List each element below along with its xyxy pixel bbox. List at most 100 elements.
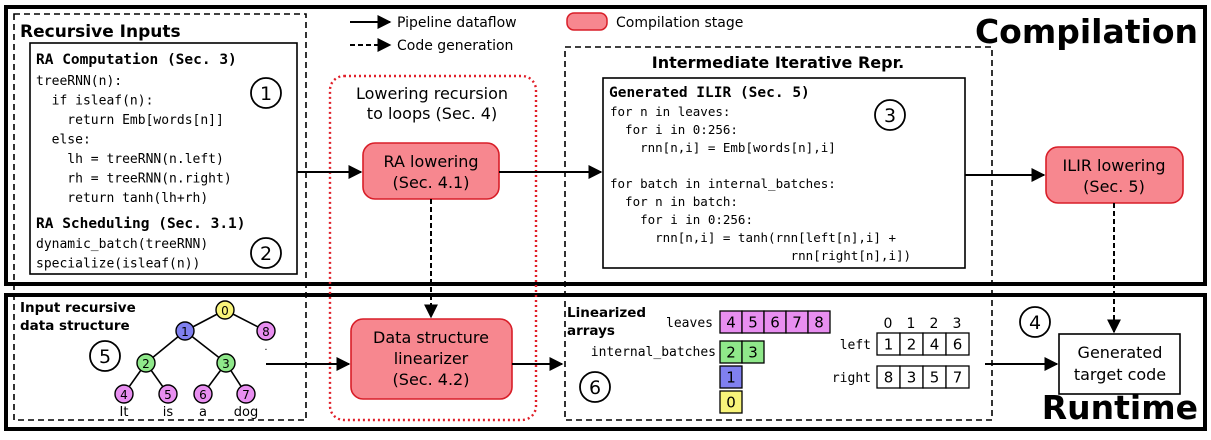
svg-text:7: 7 [242,388,250,402]
linearizer-label-1: Data structure [373,328,489,347]
svg-text:1: 1 [181,325,189,339]
ra-sched-line: specialize(isleaf(n)) [36,257,200,272]
right-cell [945,365,970,389]
tree-title-line2: data structure [20,318,130,334]
ra-code-line: return tanh(lh+rh) [36,191,208,206]
lowering-group [328,74,538,422]
tree-word-is: is [163,405,174,420]
linearizer-stage [350,318,513,400]
tree-node-3: 3 [216,353,236,373]
ilir-code-line [610,158,618,173]
ilir-code-title: Generated ILIR (Sec. 5) [609,85,810,101]
batch-cell [741,340,765,364]
ra-code-line: else: [36,133,91,148]
left-label: left [840,338,871,353]
ilir-code-line: for n in leaves: [610,104,730,119]
ilir-group [564,46,993,421]
linearizer-label-2: linearizer [394,349,469,368]
svg-text:5: 5 [164,388,172,402]
ra-computation-title: RA Computation (Sec. 3) [36,52,237,68]
right-value: 3 [907,369,917,387]
svg-text:3: 3 [884,105,896,127]
tree-word-it: It [120,405,129,420]
index-header-value: 0 [884,316,893,332]
arrays-title-line1: Linearized [567,305,646,321]
svg-text:6: 6 [589,377,601,399]
svg-text:6: 6 [199,388,207,402]
leaves-value: 4 [726,314,736,332]
tree-node-5: 5 [158,384,178,404]
target-code-label-1: Generated [1078,343,1163,362]
batch-cell [719,365,743,389]
ilir-code-line: rnn[n,i] = Emb[words[n],i] [610,140,836,155]
tree-node-1: 1 [175,321,195,341]
index-header-value: 2 [930,316,939,332]
legend-dataflow-label: Pipeline dataflow [397,15,517,31]
batch-value: 3 [748,344,758,362]
badge-3: 3 [874,99,906,131]
runtime-panel [4,293,1207,431]
ra-sched-line: dynamic_batch(treeRNN) [36,237,208,252]
target-code-box [1058,333,1181,395]
left-value: 6 [953,336,963,354]
batch-value: 0 [726,394,736,412]
badge-6: 6 [579,371,611,403]
linearizer-label-3: (Sec. 4.2) [393,370,470,389]
ra-lowering-label-2: (Sec. 4.1) [393,173,470,192]
tree-node-2: 2 [136,353,156,373]
badge-1: 1 [250,77,282,109]
left-value: 2 [907,336,917,354]
index-header-value: 1 [907,316,916,332]
leaves-value: 8 [814,314,824,332]
ilir-code-line: for i in 0:256: [610,122,738,137]
arrays-title-line2: arrays [567,323,615,339]
tree-extra-mark: . [264,342,267,353]
badge-5: 5 [89,340,121,372]
recursive-inputs-title: Recursive Inputs [20,22,181,42]
badge-2: 2 [250,237,282,269]
svg-text:3: 3 [222,357,230,371]
ra-code-line: return Emb[words[n]] [36,113,224,128]
tree-node-7: 7 [236,384,256,404]
right-value: 8 [884,369,894,387]
index-header-value: 3 [953,316,962,332]
svg-text:1: 1 [260,83,272,105]
ilir-code-line: for i in 0:256: [610,212,753,227]
internal-batches-label: internal_batches [591,345,716,360]
tree-node-0: 0 [215,300,235,320]
ra-scheduling-code: dynamic_batch(treeRNN) specialize(isleaf(… [36,237,208,272]
tree-node-4: 4 [114,384,134,404]
ilir-code-line: rnn[n,i] = tanh(rnn[left[n],i] + [610,230,896,245]
lowering-title-line2: to loops (Sec. 4) [367,104,497,123]
tree-node-8: 8 [256,321,276,341]
right-label: right [832,371,871,386]
ilir-code-line: rnn[right[n],i]) [610,248,911,263]
leaves-cell [807,310,831,334]
ra-scheduling-title: RA Scheduling (Sec. 3.1) [36,216,246,232]
leaves-value: 6 [770,314,780,332]
ilir-code-line: for n in batch: [610,194,738,209]
legend-stage-swatch [566,12,608,31]
lowering-title-line1: Lowering recursion [356,84,508,103]
ra-computation-code: treeRNN(n): if isleaf(n): return Emb[wor… [36,74,232,206]
ilir-code-line: for batch in internal_batches: [610,176,836,191]
right-value: 5 [930,369,940,387]
ra-code-line: if isleaf(n): [36,94,153,109]
ilir-code: for n in leaves: for i in 0:256: rnn[n,i… [610,104,911,263]
batch-cell [719,390,743,414]
leaves-label: leaves [666,316,713,331]
svg-text:4: 4 [1029,312,1041,334]
ra-code-box [29,42,298,275]
tree-word-dog: dog [234,405,258,420]
target-code-label-2: target code [1074,365,1166,384]
batch-value: 1 [726,369,736,387]
compilation-label: Compilation [975,12,1198,51]
legend-codegen-label: Code generation [397,38,513,54]
legend-stage-label: Compilation stage [616,15,743,31]
svg-text:0: 0 [221,304,229,318]
ilir-group-title: Intermediate Iterative Repr. [652,53,905,72]
